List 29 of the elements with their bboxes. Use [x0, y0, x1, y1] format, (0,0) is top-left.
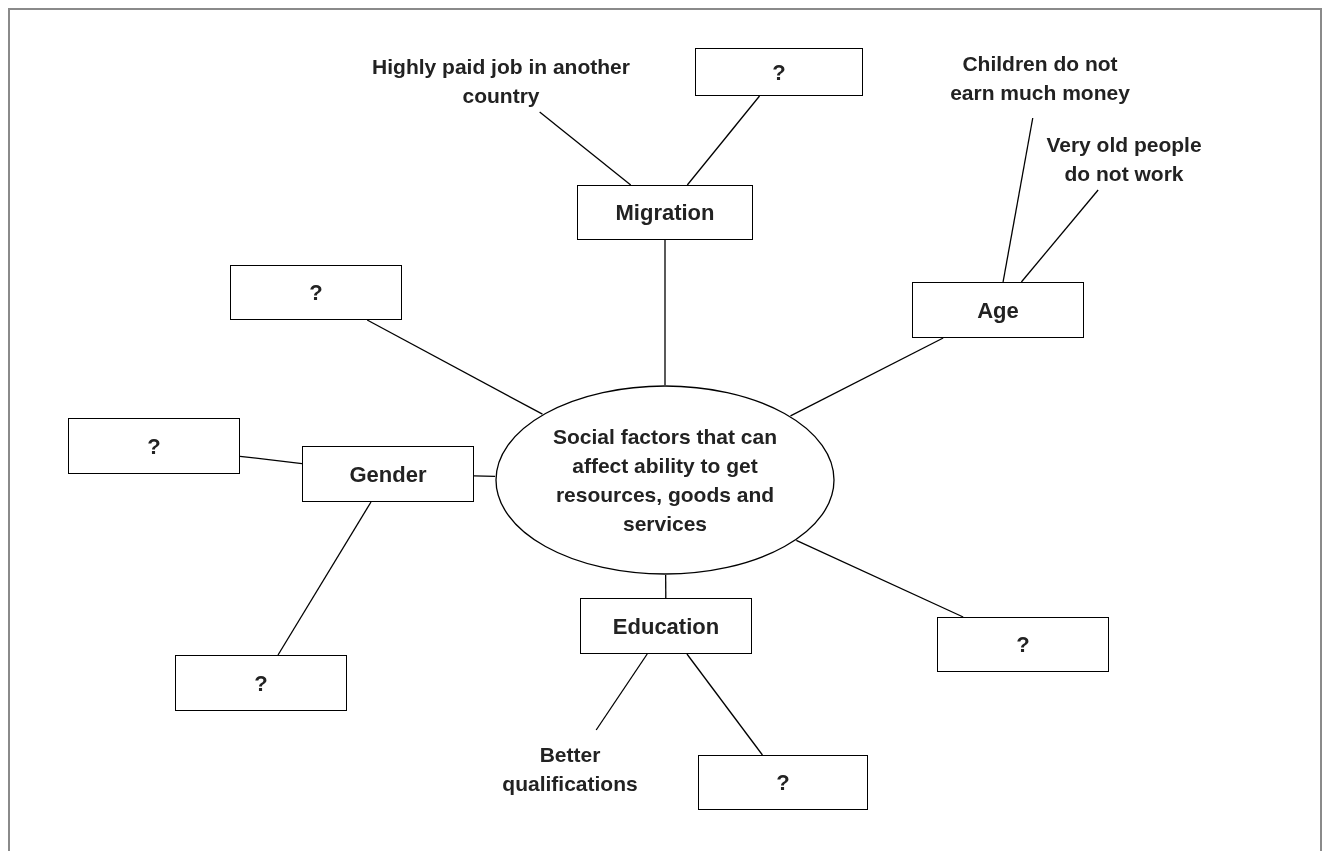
node-text: Very old people do not work [1045, 132, 1203, 187]
answer-box: ? [68, 418, 240, 474]
connector-line [473, 475, 496, 477]
connector-line [686, 653, 764, 756]
answer-box: ? [175, 655, 347, 711]
connector-line [239, 455, 303, 465]
node-text: Children do not earn much money [949, 51, 1131, 106]
answer-box: Gender [302, 446, 474, 502]
answer-box: ? [937, 617, 1109, 672]
node-text: Social factors that can affect ability to get resources, goods and services [551, 424, 779, 537]
connector-line [686, 95, 761, 186]
answer-box: ? [698, 755, 868, 810]
connector-line [795, 539, 964, 618]
node-text: Better qualifications [501, 742, 639, 797]
connector-line [664, 239, 666, 386]
answer-box: ? [230, 265, 402, 320]
connector-line [665, 574, 667, 599]
node-text: Highly paid job in another country [371, 54, 631, 109]
connector-line [277, 501, 372, 656]
answer-box: Education [580, 598, 752, 654]
connector-line [539, 111, 632, 186]
connector-line [595, 653, 648, 731]
connector-line [1020, 189, 1099, 283]
connector-line [789, 337, 944, 417]
connector-line [366, 319, 544, 415]
answer-box: ? [695, 48, 863, 96]
answer-box: Age [912, 282, 1084, 338]
connector-line [1002, 117, 1034, 283]
answer-box: Migration [577, 185, 753, 240]
